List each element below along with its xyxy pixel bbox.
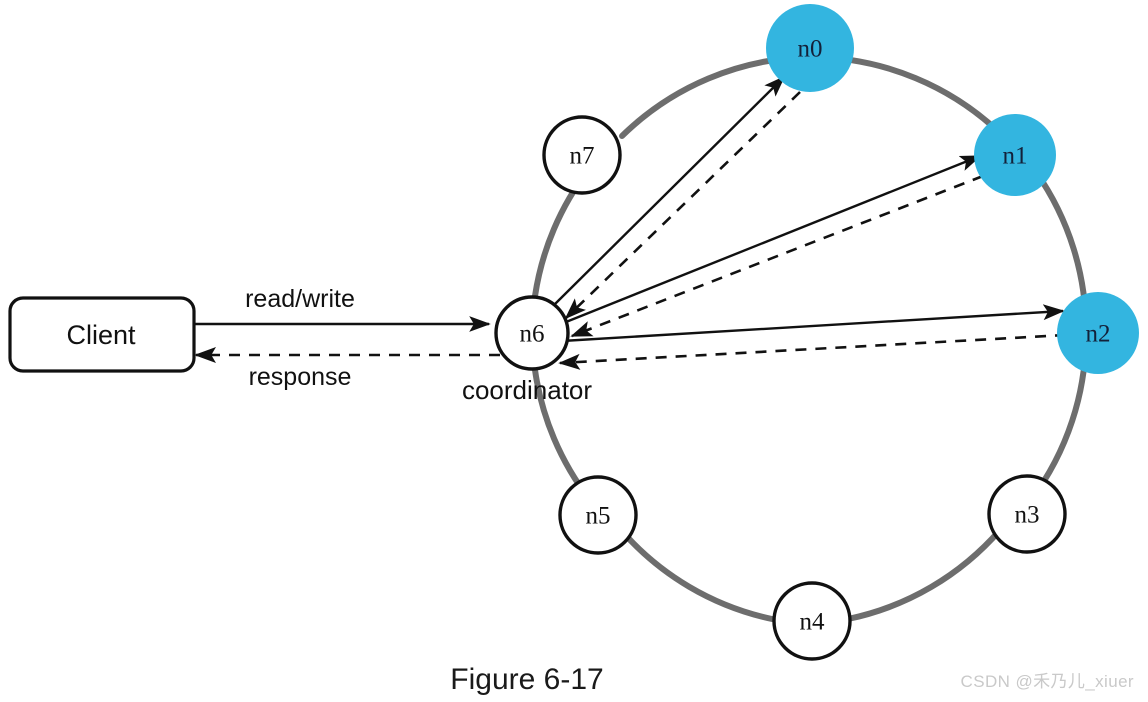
- edge-read-write-label: read/write: [245, 285, 355, 313]
- ring-arc-bottom-right: [845, 527, 1003, 622]
- edge-n2-to-n6-response: [558, 333, 1067, 370]
- node-n6-circle[interactable]: [494, 295, 570, 371]
- replica-edges: [553, 75, 1067, 370]
- node-n1-circle[interactable]: [974, 114, 1056, 196]
- edge-n6-to-n1-request: [565, 154, 982, 324]
- node-n4-circle[interactable]: [772, 581, 852, 661]
- node-n7-label: n7: [570, 143, 595, 170]
- node-n6-label: n6: [520, 321, 545, 348]
- node-n2-label: n2: [1086, 321, 1111, 348]
- ring-arc-bottom-left: [618, 527, 775, 622]
- ring-node-n5[interactable]: n5: [558, 475, 638, 555]
- node-n2-circle[interactable]: [1057, 292, 1139, 374]
- node-n3-circle[interactable]: [987, 474, 1067, 554]
- ring-node-n4[interactable]: n4: [772, 581, 852, 661]
- client-box-label: Client: [66, 320, 136, 350]
- edge-n6-to-n2-request: [561, 304, 1065, 343]
- ring-node-n1[interactable]: n1: [974, 114, 1056, 196]
- csdn-watermark: CSDN @禾乃儿_xiuer: [960, 672, 1134, 691]
- client-box-rect[interactable]: [8, 296, 196, 373]
- client-coordinator-edges: read/write response: [194, 285, 500, 391]
- node-n4-label: n4: [800, 609, 826, 636]
- node-n7-circle[interactable]: [542, 115, 622, 195]
- edge-response-label: response: [249, 363, 352, 391]
- ring-node-n6-coordinator[interactable]: n6: [494, 295, 570, 371]
- node-n0-circle[interactable]: [766, 4, 854, 92]
- ring-node-n0[interactable]: n0: [766, 4, 854, 92]
- coordinator-caption: coordinator: [462, 375, 592, 405]
- ring-node-n3[interactable]: n3: [987, 474, 1067, 554]
- figure-caption: Figure 6-17: [450, 663, 603, 696]
- node-n1-label: n1: [1003, 143, 1028, 170]
- client-box[interactable]: Client: [8, 296, 196, 373]
- edge-n1-to-n6-response: [570, 174, 984, 338]
- ring-node-n7[interactable]: n7: [542, 115, 622, 195]
- node-n0-label: n0: [798, 36, 823, 63]
- node-n5-circle[interactable]: [558, 475, 638, 555]
- node-n3-label: n3: [1015, 502, 1040, 529]
- edge-n0-to-n6-response: [564, 91, 801, 320]
- node-n5-label: n5: [586, 503, 611, 530]
- edge-n6-to-n0-request: [553, 75, 786, 306]
- ring-node-n2[interactable]: n2: [1057, 292, 1139, 374]
